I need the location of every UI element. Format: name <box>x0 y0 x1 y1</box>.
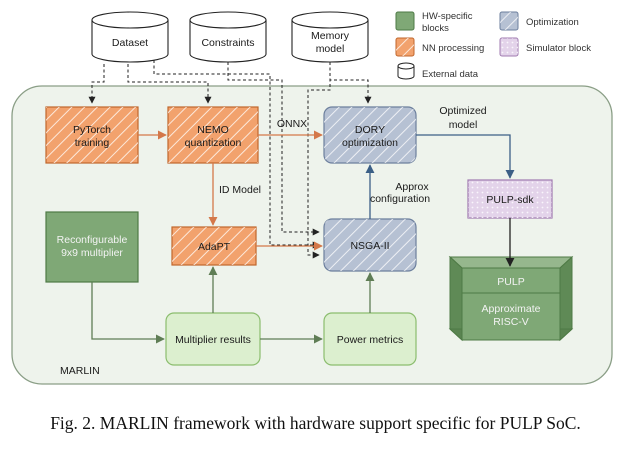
power-metrics-block: Power metrics <box>323 312 417 366</box>
memory-model-db-icon: Memory model <box>291 11 369 63</box>
dataset-db-icon: Dataset <box>91 11 169 63</box>
pytorch-training-block: PyTorch training <box>45 106 139 164</box>
marlin-label: MARLIN <box>60 365 100 377</box>
multiplier-label-2: 9x9 multiplier <box>61 247 123 259</box>
adapt-label: AdaPT <box>198 241 231 253</box>
legend-hw-text: HW-specific <box>422 11 473 22</box>
multiplier-results-label: Multiplier results <box>175 334 251 346</box>
nemo-label-1: NEMO <box>197 124 229 136</box>
id-model-label: ID Model <box>219 184 261 196</box>
hw-flow-arrows <box>91 266 375 344</box>
constraints-label: Constraints <box>201 37 254 49</box>
pytorch-label-1: PyTorch <box>73 124 111 136</box>
nsga-block: NSGA-II <box>323 218 417 272</box>
pulp-label: PULP <box>497 276 524 288</box>
dory-optimization-block: DORY optimization <box>323 106 417 164</box>
memory-label-1: Memory <box>311 30 350 42</box>
adapt-block: AdaPT <box>171 226 257 266</box>
figure-caption: Fig. 2. MARLIN framework with hardware s… <box>50 413 581 433</box>
opt-flow-arrows <box>365 134 515 219</box>
nemo-quantization-block: NEMO quantization <box>167 106 259 164</box>
memory-label-2: model <box>316 43 345 55</box>
optimized-model-label-1: Optimized <box>439 105 486 117</box>
power-metrics-label: Power metrics <box>337 334 404 346</box>
multiplier-results-block: Multiplier results <box>165 312 261 366</box>
legend-sim-text: Simulator block <box>526 43 591 54</box>
nsga-label: NSGA-II <box>350 240 389 252</box>
dataset-label: Dataset <box>112 37 148 49</box>
legend-opt-text: Optimization <box>526 17 579 28</box>
dory-label-1: DORY <box>355 124 385 136</box>
legend-nn-text: NN processing <box>422 43 484 54</box>
pulp-sdk-label: PULP-sdk <box>486 194 534 206</box>
riscv-label-1: Approximate <box>482 303 541 315</box>
nn-flow-arrows <box>138 130 323 251</box>
dory-label-2: optimization <box>342 137 398 149</box>
riscv-label-2: RISC-V <box>493 316 529 328</box>
legend-hw-text-2: blocks <box>422 23 449 34</box>
pulp-hardware-block: PULP Approximate RISC-V <box>448 255 574 342</box>
approx-config-label-2: configuration <box>370 193 430 205</box>
nemo-label-2: quantization <box>185 137 242 149</box>
legend-hw-swatch <box>395 11 415 31</box>
multiplier-label-1: Reconfigurable <box>57 234 128 246</box>
approx-config-label-1: Approx <box>395 181 429 193</box>
multiplier-block: Reconfigurable 9x9 multiplier <box>45 211 139 283</box>
pytorch-label-2: training <box>75 137 110 149</box>
legend-ext-text: External data <box>422 69 479 80</box>
optimized-model-label-2: model <box>449 119 478 131</box>
onnx-label: ONNX <box>277 118 307 130</box>
constraints-db-icon: Constraints <box>189 11 267 63</box>
legend: HW-specific blocks Optimization NN proce… <box>395 11 591 80</box>
pulp-sdk-block: PULP-sdk <box>467 179 553 219</box>
external-data-links <box>88 60 372 259</box>
legend-ext-icon <box>397 62 415 80</box>
